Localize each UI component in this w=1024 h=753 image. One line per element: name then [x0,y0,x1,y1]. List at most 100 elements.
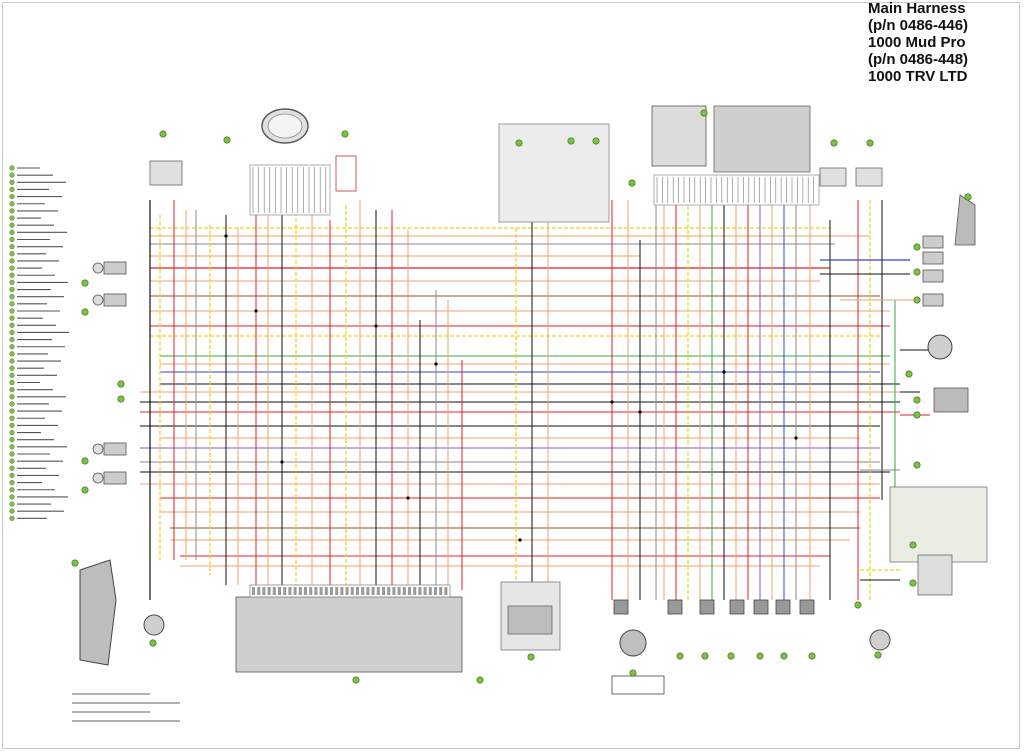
callout-marker [515,139,523,147]
legend-marker [9,379,15,386]
sensor-4 [922,293,944,307]
callout-marker [159,130,167,138]
lamp-connector [103,293,127,307]
callout-marker [701,652,709,660]
wire-junction [610,400,614,404]
lamp-connector [103,471,127,485]
ecu-pin [428,587,432,595]
callout-marker [81,486,89,494]
legend-marker [9,365,15,371]
ecu-pin [304,587,307,595]
legend-marker [9,394,15,400]
ecu-pin [382,587,385,595]
callout-marker [117,380,125,388]
legend-marker [9,208,15,214]
legend-marker [9,501,15,507]
title-line-3: 1000 Mud Pro [868,34,966,51]
bottom-connector-1 [613,599,629,615]
callout-marker [352,676,360,684]
diagram-title: Main Harness (p/n 0486-446) 1000 Mud Pro… [868,0,1018,85]
starter-motor [869,629,891,651]
ecu-pin [387,587,391,595]
ecu-pin [423,587,427,595]
legend-marker [9,236,15,243]
wire-junction [434,362,438,366]
ecu-pin [413,587,417,595]
callout-marker [81,279,89,287]
title-line-2: (p/n 0486-446) [868,17,969,34]
ecu-pin [408,587,411,595]
ecu-pin [272,587,276,595]
module-connector [651,105,707,167]
wire-junction [518,538,522,542]
ecu-pin [319,587,323,595]
legend-marker [9,322,15,328]
ecu-pin [444,587,448,595]
ecu-pin [252,587,255,595]
callout-marker [874,651,882,659]
legend-marker [9,408,15,414]
stator [143,614,165,636]
ecu-pin [434,587,437,595]
headlight-bulb [92,472,104,484]
callout-marker [149,639,157,647]
legend-marker [9,186,15,193]
legend-marker [9,215,15,221]
legend-marker [9,444,15,450]
relay-2 [855,167,883,187]
wire-runs [140,200,930,600]
legend-marker [9,258,15,264]
connector-red-outline [335,155,357,192]
callout-marker [830,139,838,147]
legend-marker [9,465,15,471]
ecu-pin [356,587,359,595]
battery [933,387,969,413]
legend-marker [9,265,15,271]
callout-marker [913,411,921,419]
legend-marker [9,415,15,421]
ecu-pin [298,587,302,595]
title-line-4: (p/n 0486-448) [868,51,969,68]
legend-marker [9,251,15,257]
callout-marker [592,137,600,145]
ecu-pin [418,587,422,595]
legend-marker [9,165,15,171]
callout-marker [905,370,913,378]
ecu-pin [402,587,406,595]
callout-marker [866,139,874,147]
ecu-module [235,596,463,673]
legend-marker [9,244,15,250]
callout-marker [909,541,917,549]
lamp-connector [103,261,127,275]
callout-marker [854,601,862,609]
sensor-1 [922,235,944,249]
title-line-5: 1000 TRV LTD [868,68,968,85]
callout-marker [81,457,89,465]
ecu-pin [371,587,375,595]
ecu-pin [262,587,266,595]
ecu-pin [257,587,261,595]
components [79,105,988,695]
module-pin-strip [653,174,820,206]
legend-marker [9,451,15,457]
ecu-pin [361,587,365,595]
component-legend [9,165,69,521]
ecu-pin [324,587,328,595]
ecu-pin [314,587,318,595]
legend-marker [9,294,15,300]
callout-marker [913,461,921,469]
bottom-connector-2 [667,599,683,615]
callout-marker [71,559,79,567]
legend-marker [9,480,15,486]
pin-table [611,675,665,695]
callout-marker [117,395,125,403]
wire-junction [254,309,258,313]
callout-marker [808,652,816,660]
wire-junction [794,436,798,440]
legend-marker [9,358,15,364]
bottom-connector-3 [699,599,715,615]
ecu-pin [397,587,401,595]
ecu-pin [340,587,344,595]
callout-marker [527,653,535,661]
